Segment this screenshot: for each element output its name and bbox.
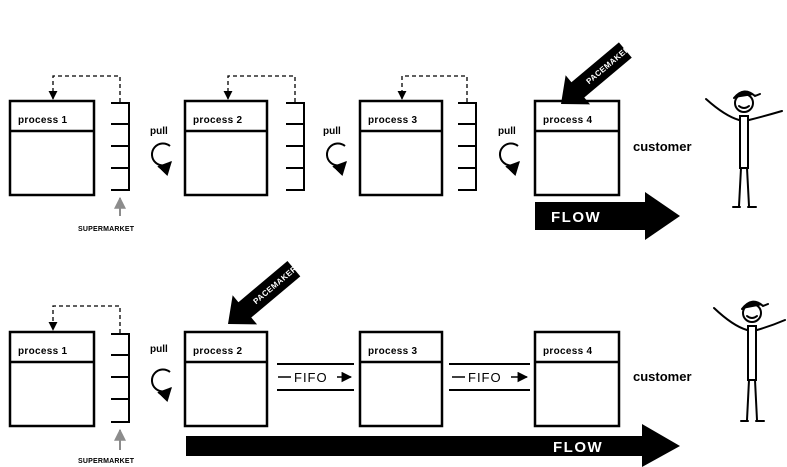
top-supermarket-3 — [458, 103, 476, 190]
bottom-process-2: process 2 — [185, 332, 267, 426]
bottom-pull-label: pull — [150, 344, 168, 355]
bottom-process-1-title: process 1 — [18, 346, 68, 357]
top-flow-arrow: FLOW — [535, 192, 680, 240]
top-customer-figure — [706, 91, 782, 207]
top-pull-icon-3 — [500, 143, 519, 165]
fifo-label-1: FIFO — [294, 370, 328, 385]
bottom-pacemaker-arrow: PACEMAKER — [216, 253, 308, 339]
bottom-process-3: process 3 — [360, 332, 442, 426]
bottom-customer-label: customer — [633, 369, 692, 384]
top-process-1: process 1 — [10, 101, 94, 195]
bottom-row: process 1 process 2 process 3 process 4 … — [10, 253, 785, 467]
bottom-process-1: process 1 — [10, 332, 94, 426]
bottom-supermarket-label: SUPERMARKET — [78, 458, 135, 465]
top-pull-label-1: pull — [150, 126, 168, 137]
bottom-process-4-title: process 4 — [543, 346, 593, 357]
top-process-4: process 4 — [535, 101, 619, 195]
top-pacemaker-label: PACEMAKER — [584, 44, 632, 86]
fifo-label-2: FIFO — [468, 370, 502, 385]
top-supermarket-2 — [286, 103, 304, 190]
bottom-kanban-arrow — [53, 306, 120, 333]
bottom-process-3-title: process 3 — [368, 346, 418, 357]
top-process-2: process 2 — [185, 101, 267, 195]
top-supermarket-1 — [111, 103, 129, 190]
top-customer-label: customer — [633, 139, 692, 154]
top-process-1-title: process 1 — [18, 115, 68, 126]
bottom-customer-figure — [714, 302, 785, 421]
bottom-pull-icon — [152, 369, 171, 391]
top-kanban-arrow-2 — [228, 76, 295, 102]
top-process-4-title: process 4 — [543, 115, 593, 126]
top-flow-label: FLOW — [551, 209, 601, 226]
top-process-3: process 3 — [360, 101, 442, 195]
top-pull-icon-2 — [327, 143, 346, 165]
bottom-flow-arrow: FLOW — [186, 424, 680, 467]
fifo-lane-2: FIFO — [449, 364, 530, 390]
top-pull-icon-1 — [152, 143, 171, 165]
top-pull-label-3: pull — [498, 126, 516, 137]
bottom-process-4: process 4 — [535, 332, 619, 426]
top-supermarket-label: SUPERMARKET — [78, 226, 135, 233]
fifo-lane-1: FIFO — [277, 364, 354, 390]
bottom-process-2-title: process 2 — [193, 346, 243, 357]
top-kanban-arrow-1 — [53, 76, 120, 102]
bottom-pacemaker-label: PACEMAKER — [251, 264, 299, 306]
bottom-supermarket — [111, 334, 129, 422]
top-process-3-title: process 3 — [368, 115, 418, 126]
top-row: process 1 process 2 process 3 process 4 — [10, 33, 782, 240]
top-process-2-title: process 2 — [193, 115, 243, 126]
bottom-flow-label: FLOW — [553, 439, 603, 456]
top-pull-label-2: pull — [323, 126, 341, 137]
top-kanban-arrow-3 — [402, 76, 467, 102]
